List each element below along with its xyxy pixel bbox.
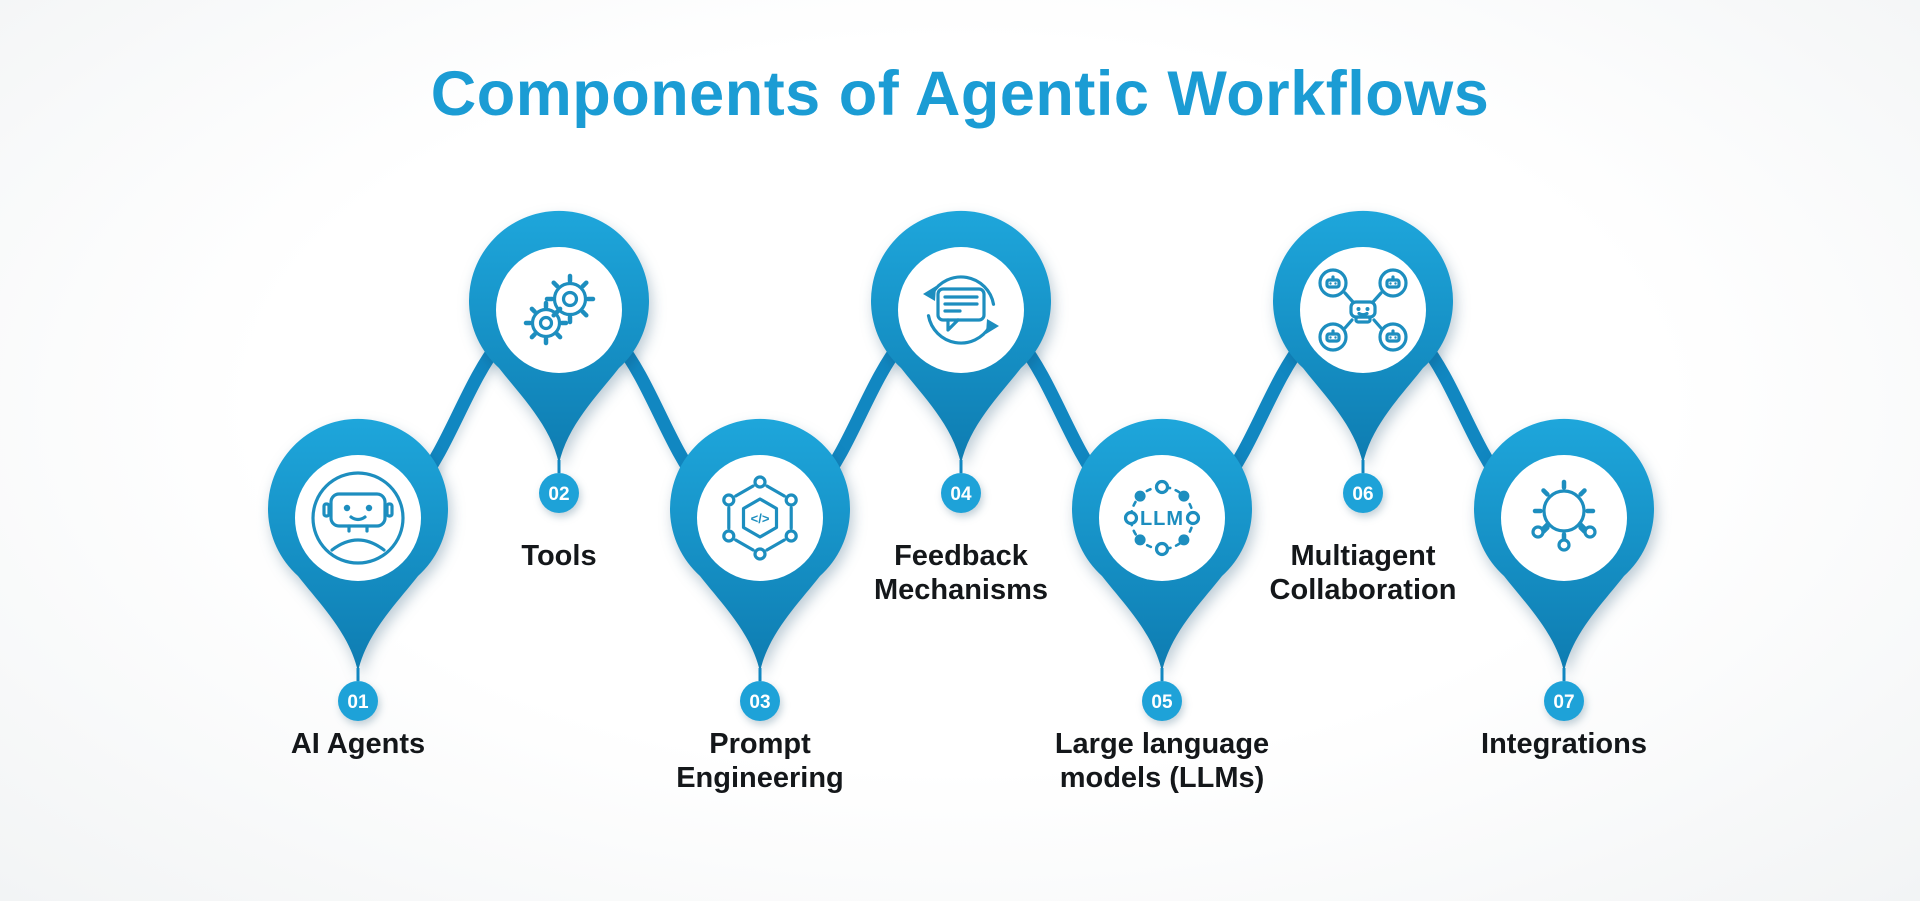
robot-icon: [311, 471, 405, 565]
number-badge: [1343, 473, 1383, 513]
number-badge: [941, 473, 981, 513]
pin-ai-agents: 01 AI Agents: [258, 418, 458, 760]
pin-label-ai-agents: AI Agents: [290, 728, 426, 760]
number-badge: [740, 681, 780, 721]
pin-tools: 02 Tools: [459, 210, 659, 572]
pin-feedback-mechanisms: 04 Feedback Mechanisms: [861, 210, 1061, 606]
code-glyph-label: </>: [751, 511, 770, 526]
gears-icon: [523, 273, 596, 346]
pin-prompt-engineering: 03 </> Prompt Engineering: [660, 418, 860, 794]
llm-nodes-icon: LLM: [1123, 479, 1201, 557]
number-badge: [539, 473, 579, 513]
pin-label-feedback-mechanisms: Feedback Mechanisms: [873, 540, 1049, 606]
number-badge-label: 04: [950, 484, 972, 505]
gear-network-icon: [1531, 479, 1597, 552]
number-badge-label: 05: [1151, 692, 1173, 713]
number-badge: [1544, 681, 1584, 721]
number-badge-label: 07: [1553, 692, 1574, 713]
pin-llms: 05 LLM Large language models (LLMs): [1055, 418, 1269, 794]
chat-refresh-icon: [923, 275, 999, 345]
pin-label-tools: Tools: [521, 540, 597, 572]
llm-label: LLM: [1140, 508, 1184, 530]
pin-label-prompt-engineering: Prompt Engineering: [676, 728, 844, 794]
number-badge-label: 01: [347, 692, 369, 713]
number-badge-label: 03: [749, 692, 770, 713]
pin-label-llms: Large language models (LLMs): [1054, 728, 1270, 794]
page-title: Components of Agentic Workflows: [430, 59, 1490, 129]
number-badge-label: 06: [1352, 484, 1373, 505]
hexagon-code-icon: </>: [722, 475, 798, 561]
pin-integrations: 07 Integrations: [1464, 418, 1664, 760]
multiagent-robots-icon: [1318, 268, 1408, 352]
number-badge: [1142, 681, 1182, 721]
pin-multiagent-collaboration: 06: [1263, 210, 1463, 606]
pin-label-multiagent-collaboration: Multiagent Collaboration: [1269, 540, 1457, 606]
number-badge: [338, 681, 378, 721]
number-badge-label: 02: [548, 484, 569, 505]
pin-label-integrations: Integrations: [1481, 728, 1647, 760]
